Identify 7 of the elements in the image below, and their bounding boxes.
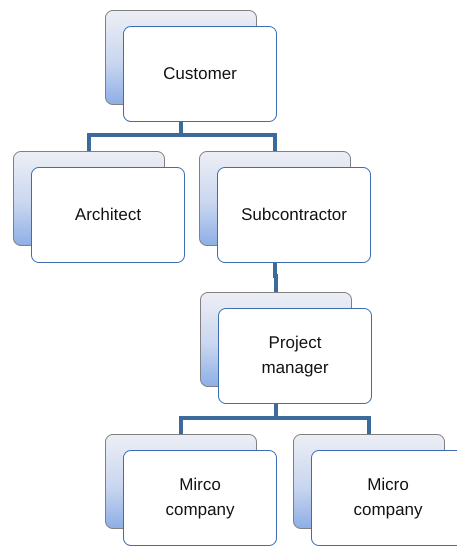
role-label: Subcontractor bbox=[240, 204, 348, 226]
connector-line bbox=[273, 263, 278, 292]
role-label: Architect bbox=[74, 204, 142, 226]
role-label: Mirco company bbox=[164, 474, 236, 521]
role-label: Project manager bbox=[260, 332, 330, 379]
role-label: Micro company bbox=[352, 474, 424, 521]
role-label: Customer bbox=[162, 62, 238, 85]
